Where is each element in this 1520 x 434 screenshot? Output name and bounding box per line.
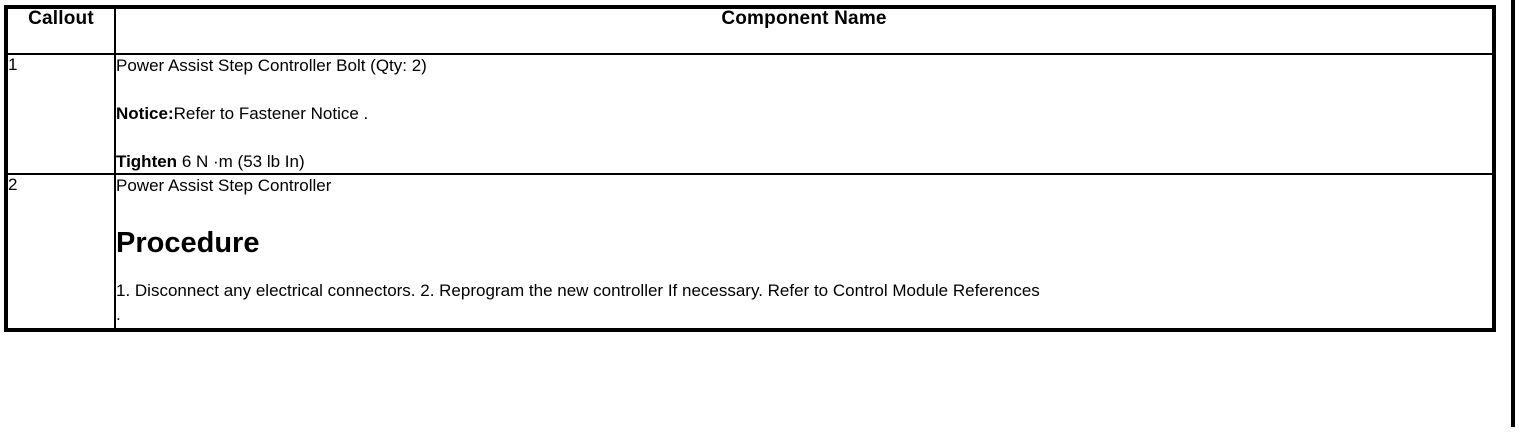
notice-text: Refer to Fastener Notice .: [173, 104, 369, 124]
procedure-text: 1. Disconnect any electrical connectors.…: [116, 280, 1040, 300]
table-header-row: Callout Component Name: [5, 6, 1495, 55]
spacer: [116, 261, 1492, 279]
table-row: 2 Power Assist Step Controller Procedure…: [5, 173, 1495, 331]
component-title-1: Power Assist Step Controller Bolt (Qty: …: [116, 56, 427, 75]
notice-line-1: Notice:Refer to Fastener Notice .: [116, 103, 1492, 125]
callout-number-1: 1: [5, 52, 116, 176]
table-row: 1 Power Assist Step Controller Bolt (Qty…: [5, 52, 1495, 176]
component-cell-2: Power Assist Step Controller Procedure 1…: [114, 173, 1495, 331]
callout-number-2: 2: [5, 173, 116, 331]
column-header-component-name: Component Name: [114, 6, 1495, 55]
table-header: Callout Component Name: [5, 6, 1495, 55]
procedure-trailing-period: .: [116, 305, 121, 325]
tighten-value: 6 N ·m (53 lb In): [181, 152, 305, 172]
procedure-heading: Procedure: [116, 227, 260, 260]
tighten-line-1: Tighten 6 N ·m (53 lb In): [116, 151, 1492, 173]
component-cell-1: Power Assist Step Controller Bolt (Qty: …: [114, 52, 1495, 176]
right-edge-rule: [1511, 0, 1515, 427]
component-table: Callout Component Name 1 Power Assist St…: [4, 5, 1496, 332]
table-body: 1 Power Assist Step Controller Bolt (Qty…: [5, 52, 1495, 331]
notice-label: Notice:: [116, 104, 174, 124]
component-title-2: Power Assist Step Controller: [116, 176, 332, 196]
spacer: [116, 197, 1492, 227]
tighten-label: Tighten: [116, 152, 178, 172]
column-header-callout: Callout: [5, 6, 116, 55]
